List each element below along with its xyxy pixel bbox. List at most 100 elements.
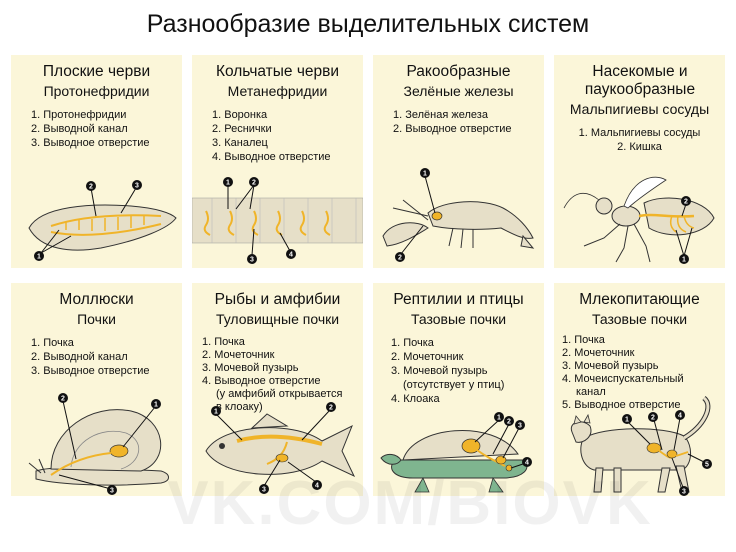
- svg-text:3: 3: [682, 489, 686, 496]
- card-annelids: Кольчатые черви Метанефридии 1. Воронка …: [192, 55, 363, 268]
- svg-text:3: 3: [250, 257, 254, 264]
- marker-2: 2: [395, 252, 405, 262]
- card-subtitle: Почки: [77, 311, 116, 327]
- card-subtitle: Протонефридии: [43, 83, 150, 99]
- svg-text:4: 4: [315, 483, 319, 490]
- svg-text:1: 1: [497, 415, 501, 422]
- marker-2: 2: [681, 196, 691, 206]
- card-subtitle: Мальпигиевы сосуды: [569, 101, 710, 117]
- marker-3: 3: [259, 484, 269, 494]
- legend-list: 1. Почка 2. Выводной канал 3. Выводное о…: [11, 336, 182, 378]
- legend-list: 1. Почка 2. Мочеточник 3. Мочевой пузырь…: [554, 334, 725, 412]
- legend-item: 2. Выводное отверстие: [393, 123, 512, 135]
- card-title: Рыбы и амфибии: [214, 291, 341, 308]
- legend-item: 3. Мочевой пузырь: [562, 360, 659, 372]
- marker-3: 3: [107, 485, 117, 495]
- legend-item: 2. Выводной канал: [31, 351, 128, 363]
- legend-list: 1. Протонефридии 2. Выводной канал 3. Вы…: [11, 108, 182, 150]
- snail-illustration: 2 1 3: [11, 371, 182, 496]
- marker-2: 2: [326, 402, 336, 412]
- marker-1: 1: [420, 168, 430, 178]
- legend-item: 3. Выводное отверстие: [31, 365, 150, 377]
- card-subtitle: Зелёные железы: [403, 83, 514, 99]
- legend-item: 1. Воронка: [212, 109, 268, 121]
- card-title: Кольчатые черви: [215, 63, 340, 80]
- cat-illustration: 1 2 4 5 3: [554, 396, 725, 496]
- legend-item: (отсутствует у птиц): [403, 379, 505, 391]
- legend-item: 4. Выводное отверстие: [212, 151, 331, 163]
- svg-text:4: 4: [678, 413, 682, 420]
- svg-text:3: 3: [262, 487, 266, 494]
- marker-1: 1: [622, 414, 632, 424]
- svg-text:2: 2: [507, 419, 511, 426]
- marker-3: 3: [679, 486, 689, 496]
- legend-item: 2. Реснички: [212, 123, 272, 135]
- legend-item: 5. Выводное отверстие: [562, 399, 681, 411]
- legend-item: 1. Протонефридии: [31, 109, 127, 121]
- insect-illustration: 2 1: [554, 158, 725, 268]
- marker-3: 3: [515, 420, 525, 430]
- card-subtitle: Туловищные почки: [215, 311, 340, 327]
- card-flatworms: Плоские черви Протонефридии 1. Протонефр…: [11, 55, 182, 268]
- card-title: Ракообразные: [406, 63, 511, 80]
- legend-item: 2. Мочеточник: [202, 349, 275, 361]
- marker-1: 1: [679, 254, 689, 264]
- svg-text:2: 2: [684, 199, 688, 206]
- card-title: Плоские черви: [42, 63, 151, 80]
- legend-list: 1. Почка 2. Мочеточник 3. Мочевой пузырь…: [192, 336, 363, 414]
- card-molluscs: Моллюски Почки 1. Почка 2. Выводной кана…: [11, 283, 182, 496]
- fish-illustration: 1 2 3 4: [192, 396, 363, 496]
- svg-text:2: 2: [61, 396, 65, 403]
- card-title: Моллюски: [59, 291, 134, 308]
- legend-item: 1. Почка: [562, 334, 605, 346]
- card-title: Рептилии и птицы: [393, 291, 524, 308]
- svg-text:2: 2: [329, 405, 333, 412]
- card-mammals: Млекопитающие Тазовые почки 1. Почка 2. …: [554, 283, 725, 496]
- svg-text:3: 3: [135, 183, 139, 190]
- marker-4: 4: [312, 480, 322, 490]
- svg-text:2: 2: [651, 415, 655, 422]
- page-title: Разнообразие выделительных систем: [146, 10, 590, 38]
- svg-text:1: 1: [226, 180, 230, 187]
- legend-item: 3. Мочевой пузырь: [391, 365, 488, 377]
- marker-5: 5: [702, 459, 712, 469]
- marker-2: 2: [249, 177, 259, 187]
- marker-1: 1: [211, 406, 221, 416]
- card-fish-amphibians: Рыбы и амфибии Туловищные почки 1. Почка…: [192, 283, 363, 496]
- marker-4: 4: [675, 410, 685, 420]
- legend-item: в клоаку): [216, 401, 263, 413]
- marker-4: 4: [286, 249, 296, 259]
- marker-1: 1: [34, 251, 44, 261]
- svg-text:2: 2: [252, 180, 256, 187]
- svg-text:1: 1: [154, 402, 158, 409]
- legend-item: 1. Почка: [202, 336, 245, 348]
- svg-text:1: 1: [625, 417, 629, 424]
- svg-text:1: 1: [682, 257, 686, 264]
- legend-list: 1. Мальпигиевы сосуды 2. Кишка: [554, 126, 725, 154]
- marker-2: 2: [648, 412, 658, 422]
- legend-item: 3. Мочевой пузырь: [202, 362, 299, 374]
- card-subtitle: Тазовые почки: [410, 311, 507, 327]
- legend-item: 4. Выводное отверстие: [202, 375, 321, 387]
- legend-item: 2. Кишка: [617, 141, 662, 153]
- svg-text:1: 1: [423, 171, 427, 178]
- legend-item: 2. Мочеточник: [562, 347, 635, 359]
- svg-text:2: 2: [89, 184, 93, 191]
- annelid-illustration: 1 2 3 4: [192, 173, 363, 268]
- marker-3: 3: [132, 180, 142, 190]
- svg-text:4: 4: [289, 252, 293, 259]
- marker-1: 1: [151, 399, 161, 409]
- svg-text:3: 3: [110, 488, 114, 495]
- legend-list: 1. Воронка 2. Реснички 3. Каналец 4. Выв…: [192, 108, 363, 164]
- card-insects: Насекомые и паукообразные Мальпигиевы со…: [554, 55, 725, 268]
- legend-item: 1. Почка: [31, 337, 74, 349]
- legend-item: 1. Мальпигиевы сосуды: [578, 127, 701, 139]
- svg-text:2: 2: [398, 255, 402, 262]
- marker-1: 1: [223, 177, 233, 187]
- legend-item: 2. Выводной канал: [31, 123, 128, 135]
- svg-text:5: 5: [705, 462, 709, 469]
- crayfish-illustration: 1 2: [373, 158, 544, 268]
- turtle-illustration: 1 2 3 4: [373, 388, 544, 496]
- legend-item: (у амфибий открывается: [216, 388, 343, 400]
- marker-3: 3: [247, 254, 257, 264]
